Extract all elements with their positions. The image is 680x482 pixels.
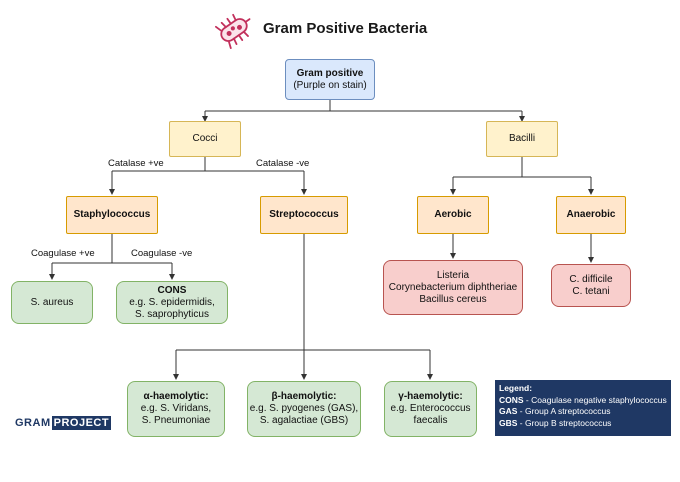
node-cons-title: CONS bbox=[157, 284, 187, 296]
node-alpha-haemolytic-title: α-haemolytic: bbox=[143, 391, 209, 402]
edge-label-coagulase-positive: Coagulase +ve bbox=[31, 248, 95, 259]
edge-label-catalase-positive: Catalase +ve bbox=[108, 158, 164, 169]
node-anaerobic-species-line2: C. tetani bbox=[572, 285, 610, 297]
legend-text: - Coagulase negative staphylococcus bbox=[523, 394, 667, 405]
node-gamma-haemolytic-title: γ-haemolytic: bbox=[398, 391, 463, 402]
legend-item-cons: CONS - Coagulase negative staphylococcus bbox=[499, 395, 667, 407]
node-bacilli: Bacilli bbox=[486, 121, 558, 157]
legend-abbr: GAS bbox=[499, 406, 518, 416]
legend-item-gas: GAS - Group A streptococcus bbox=[499, 406, 667, 418]
node-anaerobic-species: C. difficile C. tetani bbox=[551, 264, 631, 307]
node-bacilli-label: Bacilli bbox=[508, 133, 536, 144]
node-aerobic-species-line1: Listeria bbox=[436, 269, 470, 281]
logo-part-gram: GRAM bbox=[15, 417, 51, 429]
node-gram-positive-title: Gram positive bbox=[296, 67, 364, 79]
bacterium-icon bbox=[214, 13, 251, 50]
node-aerobic: Aerobic bbox=[417, 196, 489, 234]
legend-text: - Group A streptococcus bbox=[517, 406, 611, 416]
node-anaerobic: Anaerobic bbox=[556, 196, 626, 234]
node-alpha-haemolytic-line3: S. Pneumoniae bbox=[141, 415, 211, 426]
node-s-aureus: S. aureus bbox=[11, 281, 93, 324]
logo-part-project: PROJECT bbox=[51, 416, 112, 430]
page-title: Gram Positive Bacteria bbox=[263, 20, 428, 37]
node-beta-haemolytic-line3: S. agalactiae (GBS) bbox=[259, 415, 349, 426]
node-cons-line3: S. saprophyticus bbox=[135, 308, 209, 320]
node-gamma-haemolytic: γ-haemolytic: e.g. Enterococcus faecalis bbox=[384, 381, 477, 437]
node-staphylococcus: Staphylococcus bbox=[66, 196, 158, 234]
node-s-aureus-label: S. aureus bbox=[30, 296, 74, 308]
node-gamma-haemolytic-line2: e.g. Enterococcus bbox=[390, 403, 471, 414]
edge-label-catalase-negative: Catalase -ve bbox=[256, 158, 310, 169]
node-beta-haemolytic: β-haemolytic: e.g. S. pyogenes (GAS), S.… bbox=[247, 381, 361, 437]
node-gram-positive-subtitle: (Purple on stain) bbox=[293, 79, 367, 91]
node-gamma-haemolytic-line3: faecalis bbox=[413, 415, 448, 426]
legend-heading: Legend: bbox=[499, 383, 533, 393]
legend-abbr: CONS bbox=[499, 394, 524, 405]
node-beta-haemolytic-title: β-haemolytic: bbox=[271, 391, 337, 402]
node-streptococcus: Streptococcus bbox=[260, 196, 348, 234]
node-beta-haemolytic-line2: e.g. S. pyogenes (GAS), bbox=[249, 403, 359, 414]
node-cons-line2: e.g. S. epidermidis, bbox=[129, 296, 215, 308]
node-cons: CONS e.g. S. epidermidis, S. saprophytic… bbox=[116, 281, 228, 324]
node-alpha-haemolytic: α-haemolytic: e.g. S. Viridans, S. Pneum… bbox=[127, 381, 225, 437]
node-cocci: Cocci bbox=[169, 121, 241, 157]
legend-abbr: GBS bbox=[499, 417, 518, 428]
legend-item-gbs: GBS - Group B streptococcus bbox=[499, 418, 667, 430]
legend-text: - Group B streptococcus bbox=[517, 417, 612, 428]
node-alpha-haemolytic-line2: e.g. S. Viridans, bbox=[140, 403, 212, 414]
node-anaerobic-species-line1: C. difficile bbox=[569, 273, 613, 285]
edge-label-coagulase-negative: Coagulase -ve bbox=[131, 248, 193, 259]
node-aerobic-species: Listeria Corynebacterium diphtheriae Bac… bbox=[383, 260, 523, 315]
node-streptococcus-label: Streptococcus bbox=[269, 209, 339, 220]
node-cocci-label: Cocci bbox=[192, 133, 218, 144]
node-gram-positive: Gram positive (Purple on stain) bbox=[285, 59, 375, 100]
node-aerobic-species-line3: Bacillus cereus bbox=[419, 293, 487, 305]
node-aerobic-species-line2: Corynebacterium diphtheriae bbox=[388, 281, 518, 293]
node-anaerobic-label: Anaerobic bbox=[566, 209, 616, 220]
legend-box: Legend: CONS - Coagulase negative staphy… bbox=[495, 380, 671, 436]
node-staphylococcus-label: Staphylococcus bbox=[73, 209, 151, 220]
node-aerobic-label: Aerobic bbox=[434, 209, 472, 220]
gram-project-logo: GRAM PROJECT bbox=[15, 416, 112, 430]
